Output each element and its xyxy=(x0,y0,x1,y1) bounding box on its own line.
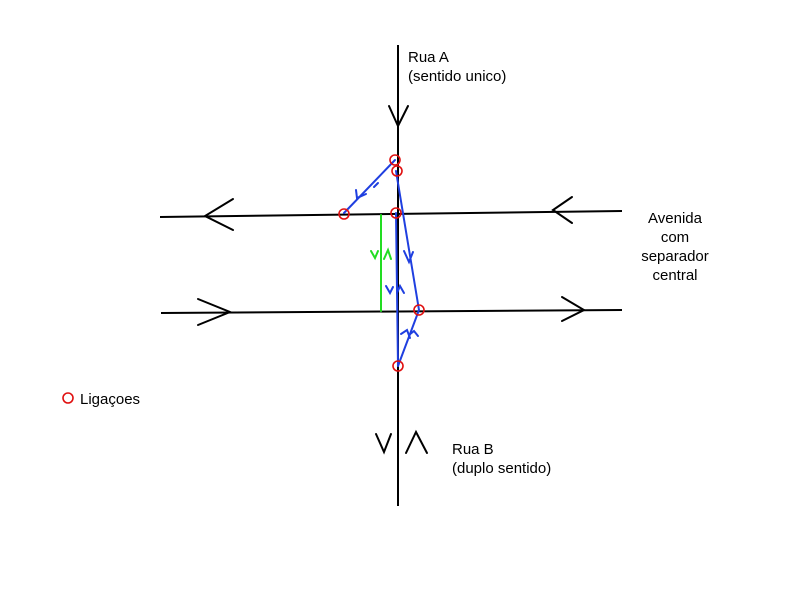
connections xyxy=(338,154,425,372)
connection-circle xyxy=(389,154,401,166)
median-up-arrow-icon xyxy=(383,247,392,260)
road-direction-arrows xyxy=(197,105,587,455)
route-left-tick xyxy=(373,182,379,188)
avenida-label: Avenida com separador central xyxy=(641,210,709,284)
avenida-label-line-1: Avenida xyxy=(648,210,703,227)
blue-routes xyxy=(343,159,420,367)
legend: Ligaçoes xyxy=(62,391,140,408)
connection-circle xyxy=(413,304,425,316)
avenida-label-line-4: central xyxy=(652,267,697,284)
rua-a-subtitle: (sentido unico) xyxy=(408,68,506,85)
avenida-bottom-lane xyxy=(160,309,623,314)
avenida-top-left-arrow-icon xyxy=(202,198,234,231)
red-circle-icon xyxy=(62,392,74,404)
roads xyxy=(159,45,623,506)
connection-circle xyxy=(391,165,403,177)
route-right-down-arrow-icon xyxy=(403,250,414,265)
route-lower-arrow-icon-2 xyxy=(408,329,419,337)
rua-b-down-arrow-icon xyxy=(375,433,392,455)
avenida-label-line-2: com xyxy=(661,229,689,246)
legend-label: Ligaçoes xyxy=(80,391,140,408)
route-rua-a-to-avenida-left xyxy=(343,159,396,214)
rua-b-up-arrow-icon xyxy=(405,429,428,454)
rua-b-subtitle: (duplo sentido) xyxy=(452,460,551,477)
rua-a-down-arrow-icon xyxy=(388,105,409,129)
rua-a-title: Rua A xyxy=(408,49,449,66)
route-center-down-arrow-icon xyxy=(385,285,394,296)
route-center-down xyxy=(395,212,399,367)
avenida-bottom-right-arrow-icon-2 xyxy=(561,296,587,322)
route-left-arrow-icon xyxy=(355,189,367,200)
median-down-arrow-icon xyxy=(370,250,379,261)
route-rua-a-to-bottom-right xyxy=(395,170,420,311)
route-center-up-arrow-icon xyxy=(396,283,405,294)
median-crossing xyxy=(370,214,392,312)
connection-circle xyxy=(338,208,350,220)
route-bottom-right-to-rua-b xyxy=(397,309,420,367)
avenida-top-left-arrow-icon-2 xyxy=(551,196,573,224)
avenida-label-line-3: separador xyxy=(641,248,709,265)
rua-b-title: Rua B xyxy=(452,441,494,458)
connection-circle xyxy=(392,360,404,372)
connection-circle xyxy=(390,207,402,219)
avenida-bottom-right-arrow-icon xyxy=(197,298,233,326)
